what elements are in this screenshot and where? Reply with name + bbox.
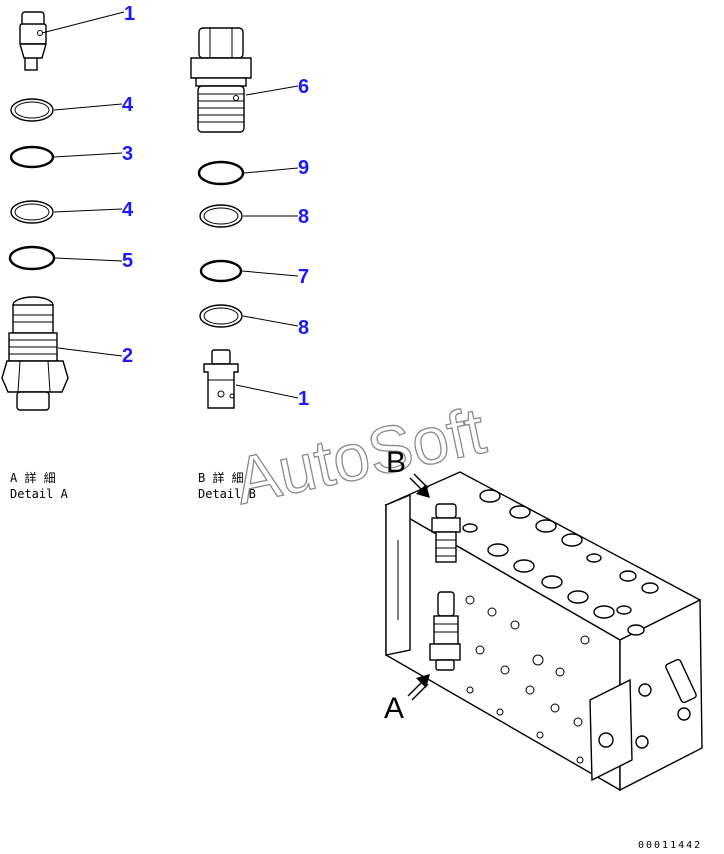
b-ring-8b-part: [199, 304, 243, 328]
a-ring-5-leader: [54, 257, 123, 262]
view-a-arrow: [407, 674, 430, 701]
a-ring-4b-part: [10, 200, 54, 224]
b-ring-9-part: [197, 160, 245, 186]
b-ring-8b-leader: [242, 315, 299, 327]
b-plug-leader: [235, 384, 299, 399]
a-ring-4b-callout: 4: [122, 199, 134, 221]
b-ring-7-part: [199, 259, 243, 283]
drawing-number: 00011442: [638, 840, 702, 851]
b-ring-8b-callout: 8: [298, 317, 309, 339]
view-b-letter: B: [386, 446, 406, 479]
detail-b-japanese: B 詳 細: [198, 470, 244, 485]
b-plug-callout: 1: [298, 388, 309, 410]
a-plug-part: [19, 11, 47, 71]
view-a-letter: A: [384, 692, 404, 725]
b-valve-body-part: [190, 27, 252, 133]
a-ring-3-part: [9, 145, 55, 169]
a-ring-4-callout: 4: [122, 94, 134, 116]
b-ring-8-callout: 8: [298, 206, 309, 228]
a-valve-body-leader: [57, 347, 123, 357]
a-ring-3-leader: [53, 152, 123, 158]
b-ring-8-part: [199, 204, 243, 228]
b-valve-body-callout: 6: [298, 76, 309, 98]
a-ring-5-callout: 5: [122, 250, 133, 272]
detail-a-japanese: A 詳 細: [10, 470, 56, 485]
b-ring-9-callout: 9: [298, 157, 309, 179]
a-ring-4-part: [10, 98, 54, 122]
a-ring-4-leader: [53, 103, 123, 111]
a-valve-body-part: [1, 296, 69, 411]
a-plug-callout: 1: [124, 3, 135, 25]
a-ring-5-part: [8, 245, 56, 271]
b-plug-part: [203, 349, 239, 409]
b-ring-7-leader: [241, 270, 299, 277]
control-valve-assembly: [384, 471, 703, 792]
a-ring-4b-leader: [53, 208, 123, 213]
a-plug-leader: [41, 11, 125, 34]
b-valve-body-leader: [245, 85, 299, 96]
detail-b-english: Detail B: [198, 487, 256, 501]
detail-a-english: Detail A: [10, 487, 69, 501]
b-ring-7-callout: 7: [298, 266, 309, 288]
a-ring-3-callout: 3: [122, 143, 133, 165]
view-b-arrow: [409, 473, 430, 498]
a-valve-body-callout: 2: [122, 345, 133, 367]
b-ring-9-leader: [243, 167, 299, 174]
